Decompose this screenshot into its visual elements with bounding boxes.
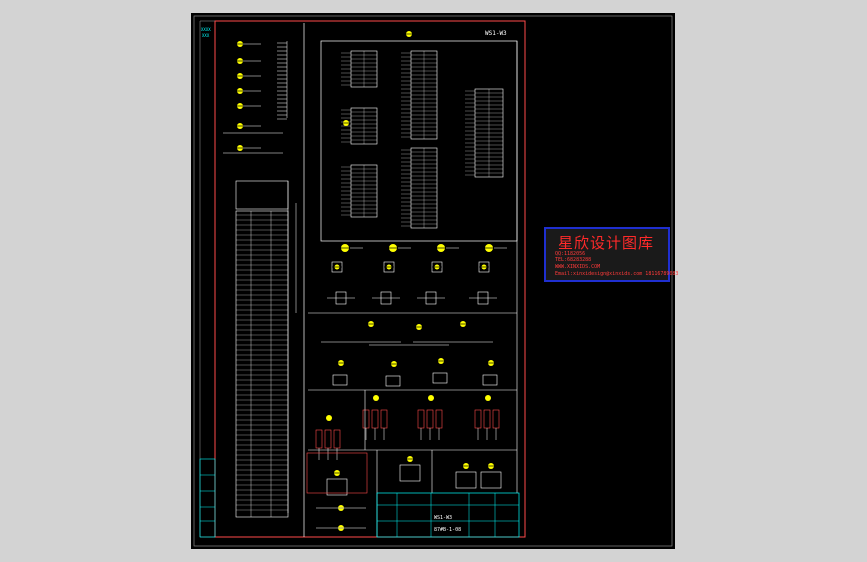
- device-symbol: [326, 478, 348, 496]
- breaker-symbol: [428, 395, 434, 401]
- electrical-schematic: XXXX XXX WS1-W3 WS1-W3 87#: [193, 15, 673, 547]
- device-symbol: [332, 374, 348, 386]
- left-symbol-column: [223, 41, 288, 154]
- title-block: WS1-W3 87#B-1-08: [376, 492, 520, 538]
- device-symbol: [482, 374, 498, 386]
- device-symbol: [385, 375, 401, 387]
- fuse-symbol: [417, 409, 425, 429]
- fuse-symbol: [426, 409, 434, 429]
- breaker-symbol: [326, 415, 332, 421]
- top-right-label: WS1-W3: [485, 30, 507, 37]
- title-block-name: WS1-W3: [434, 515, 452, 521]
- fuse-symbol: [492, 409, 500, 429]
- fuse-symbol: [315, 429, 323, 449]
- device-symbol: [477, 291, 489, 305]
- drawing-border: [214, 20, 526, 538]
- device-symbol: [480, 471, 502, 489]
- left-terminal-table: [235, 180, 297, 518]
- device-symbol-rows: [315, 41, 518, 531]
- stamp-web: WWW.XINXIDS.COM: [555, 264, 601, 270]
- device-symbol: [335, 291, 347, 305]
- breaker-symbol: [485, 395, 491, 401]
- device-symbol: [432, 372, 448, 384]
- fuse-symbol: [483, 409, 491, 429]
- fuse-symbol: [380, 409, 388, 429]
- device-symbol: [380, 291, 392, 305]
- fuse-symbol: [362, 409, 370, 429]
- fuse-symbol: [333, 429, 341, 449]
- svg-text:XXX: XXX: [202, 33, 210, 38]
- stamp-title: 星欣设计图库: [558, 234, 655, 252]
- fuse-symbol: [435, 409, 443, 429]
- fuse-symbol: [324, 429, 332, 449]
- fuse-symbol: [474, 409, 482, 429]
- ground-symbol-row: [340, 244, 507, 252]
- device-symbol: [425, 291, 437, 305]
- outer-frame: [193, 15, 673, 547]
- title-block-number: 87#B-1-08: [434, 527, 461, 533]
- svg-text:XXXX: XXXX: [201, 27, 211, 32]
- breaker-symbol: [373, 395, 379, 401]
- stamp-tel: TEL:68283288: [555, 257, 592, 263]
- terminal-strips: [341, 31, 504, 229]
- stamp-qq: QQ:1182056: [555, 251, 586, 257]
- left-revision-column: XXXX XXX: [199, 27, 216, 538]
- stamp-email: Email:xinxidesign@xinxids.com 1811678908…: [555, 271, 679, 277]
- device-symbol: [399, 464, 421, 482]
- watermark-stamp: 星欣设计图库 QQ:1182056 TEL:68283288 WWW.XINXI…: [544, 227, 678, 282]
- fuse-symbol: [371, 409, 379, 429]
- device-symbol: [455, 471, 477, 489]
